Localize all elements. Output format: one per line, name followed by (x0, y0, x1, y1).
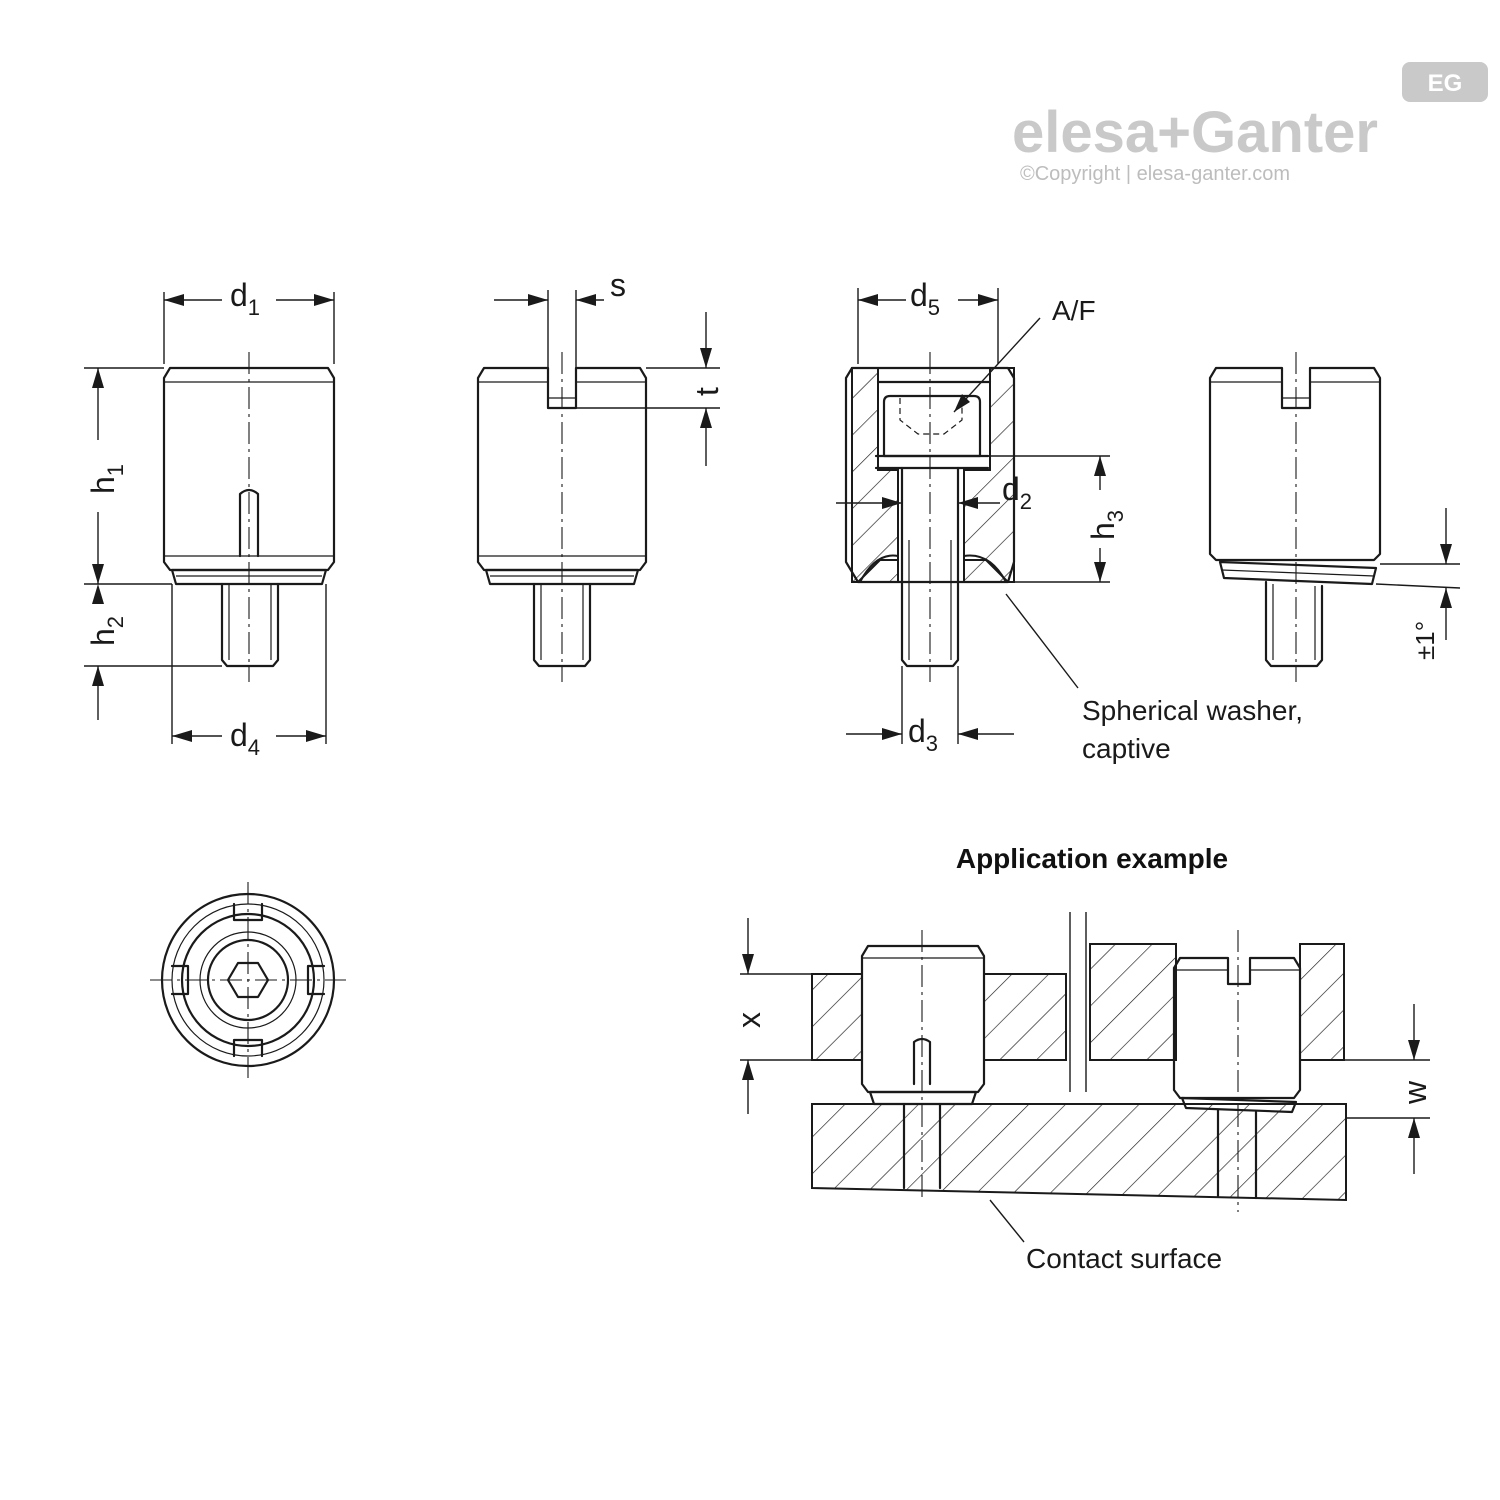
view-front-slotted: s t (476, 267, 725, 682)
label-d5: d5 (910, 277, 940, 320)
application-example: Application example x (731, 843, 1433, 1274)
body-outline (162, 366, 336, 572)
section-wall-left (851, 367, 899, 583)
label-w: w (1397, 1080, 1433, 1105)
application-title: Application example (956, 843, 1228, 874)
label-d3: d3 (908, 713, 938, 756)
screw-shank (900, 466, 960, 668)
note-spherical-washer-1: Spherical washer, (1082, 695, 1303, 726)
view-top (150, 882, 346, 1078)
brand-copyright: ©Copyright | elesa-ganter.com (1020, 163, 1290, 185)
washer (170, 568, 328, 586)
spherical-washer (858, 554, 899, 583)
upper-plate-left (811, 973, 863, 1061)
label-h1: h1 (85, 464, 128, 494)
stud (220, 582, 280, 668)
left-element (860, 944, 986, 1094)
label-d4: d4 (230, 717, 260, 760)
screw-head (882, 394, 982, 458)
upper-plate-right (1089, 943, 1177, 1061)
note-contact-surface: Contact surface (1026, 1243, 1222, 1274)
eg-badge-text: EG (1428, 70, 1463, 97)
tilted-body-outline (1208, 366, 1382, 562)
label-d2: d2 (1002, 471, 1032, 514)
label-x: x (731, 1012, 767, 1028)
label-h3: h3 (1085, 510, 1128, 540)
note-spherical-washer-2: captive (1082, 733, 1171, 764)
brand-name: elesa+Ganter (1012, 100, 1378, 165)
label-h2: h2 (85, 616, 128, 646)
label-d1: d1 (230, 277, 260, 320)
label-s: s (610, 267, 626, 303)
view-section: d5 A/F d2 h3 d3 Spherical washer, captiv… (836, 277, 1303, 764)
brand-logo: EG elesa+Ganter ©Copyright | elesa-gante… (1012, 62, 1488, 185)
label-af: A/F (1052, 295, 1096, 326)
slot-mark (238, 488, 260, 558)
view-tilted: ±1° (1208, 352, 1461, 682)
label-t: t (689, 387, 725, 396)
right-element (1172, 956, 1302, 1100)
lower-plate (811, 1103, 1347, 1202)
eg-badge (1402, 62, 1488, 102)
label-tilt: ±1° (1410, 621, 1440, 660)
view-front-plain: d1 h1 h2 d4 (84, 277, 336, 760)
